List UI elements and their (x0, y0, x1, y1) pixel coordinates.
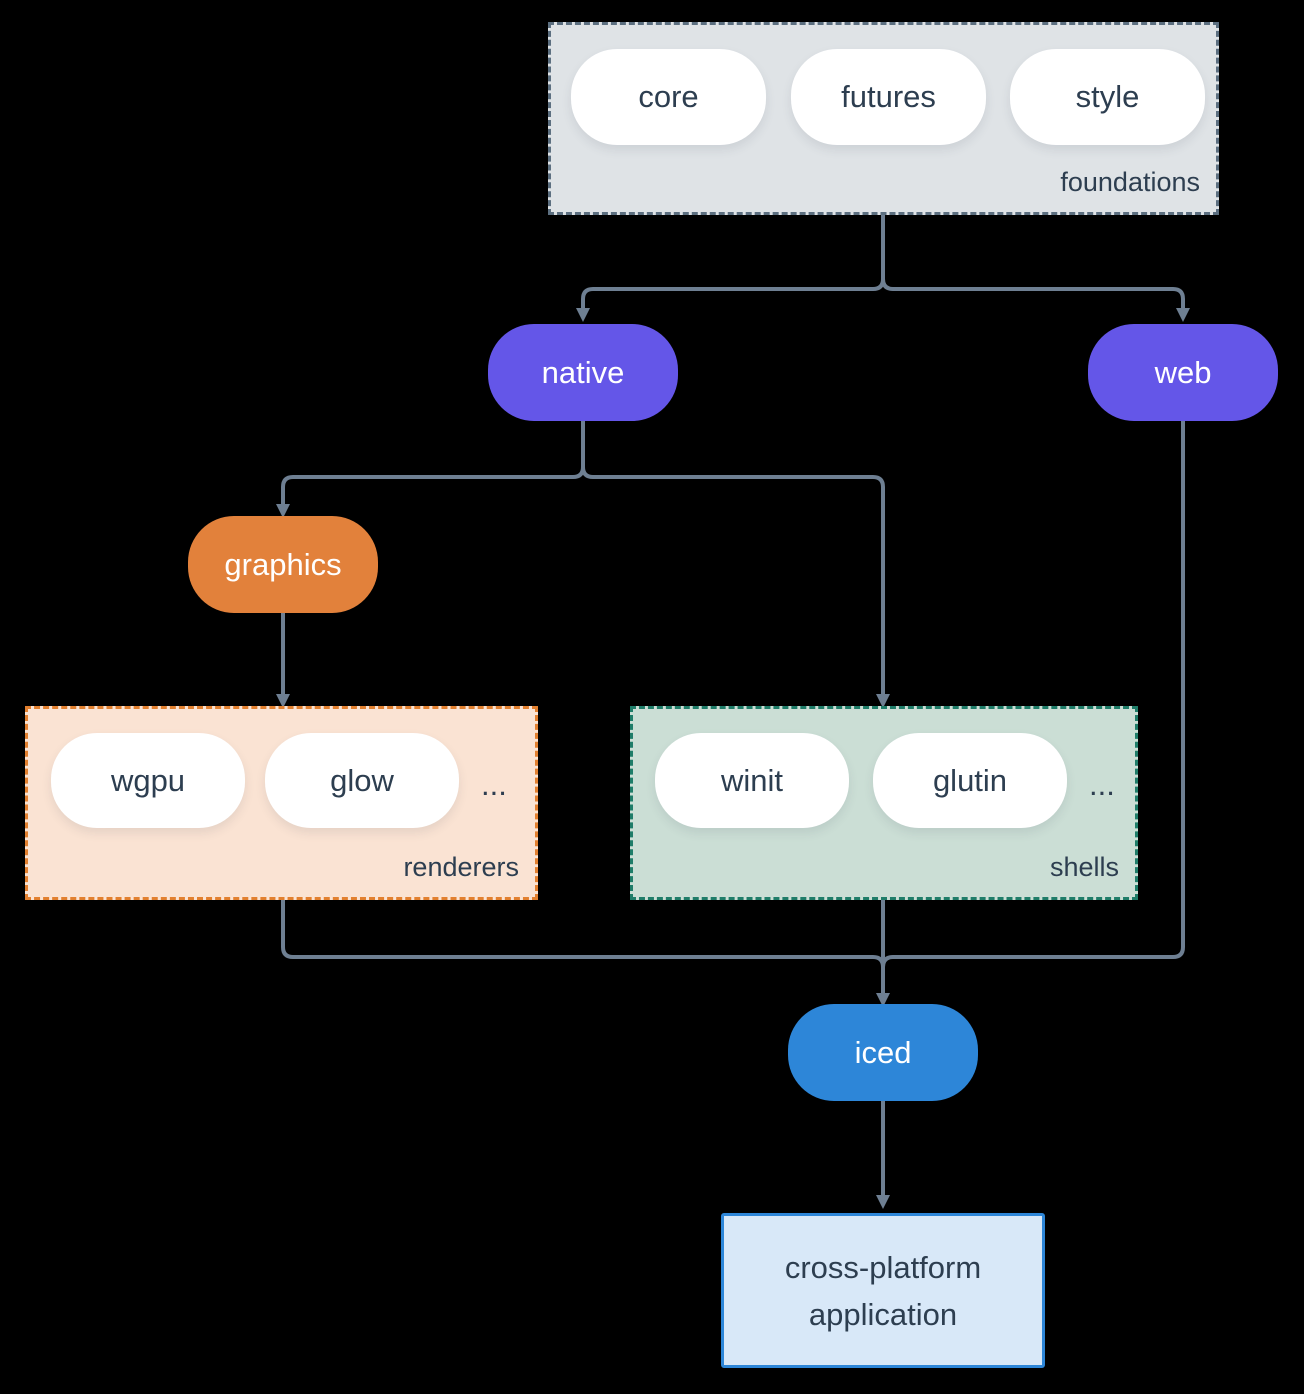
shells-group-label: shells (1049, 852, 1119, 882)
node-style: style (1010, 49, 1205, 145)
node-web-label: web (1154, 354, 1212, 390)
foundations-group-box: core futures style foundations (548, 22, 1219, 215)
renderers-ellipsis: ... (481, 767, 507, 802)
foundations-group-label: foundations (1060, 167, 1200, 197)
node-core: core (571, 49, 766, 145)
edge-native-graphics (276, 421, 585, 518)
node-graphics-label: graphics (224, 546, 342, 582)
node-wgpu: wgpu (51, 733, 245, 828)
edge-foundations-native (576, 215, 885, 322)
application-label-line1: cross-platform (784, 1249, 982, 1285)
node-futures-label: futures (841, 79, 936, 114)
renderers-group-box: wgpu glow ... renderers (25, 706, 538, 900)
node-iced: iced (788, 1004, 978, 1101)
edge-native-shells (581, 466, 890, 708)
edge-renderers-merge (281, 900, 885, 968)
node-graphics: graphics (188, 516, 378, 613)
node-glow-label: glow (330, 762, 394, 798)
node-native-label: native (541, 354, 625, 390)
node-glutin: glutin (873, 733, 1067, 828)
node-web: web (1088, 324, 1278, 421)
renderers-group-label: renderers (403, 852, 519, 882)
node-winit-label: winit (720, 762, 783, 798)
node-native: native (488, 324, 678, 421)
node-iced-label: iced (854, 1034, 912, 1070)
node-glow: glow (265, 733, 459, 828)
shells-ellipsis: ... (1089, 767, 1115, 802)
node-core-label: core (638, 79, 699, 114)
node-futures: futures (791, 49, 986, 145)
cross-platform-application-box: cross-platform application (721, 1213, 1045, 1368)
node-style-label: style (1075, 79, 1140, 114)
edge-foundations-web (881, 278, 1190, 322)
node-wgpu-label: wgpu (110, 762, 186, 798)
shells-group-box: winit glutin ... shells (630, 706, 1138, 900)
application-label-line2: application (808, 1296, 958, 1332)
node-winit: winit (655, 733, 849, 828)
node-glutin-label: glutin (932, 762, 1008, 798)
